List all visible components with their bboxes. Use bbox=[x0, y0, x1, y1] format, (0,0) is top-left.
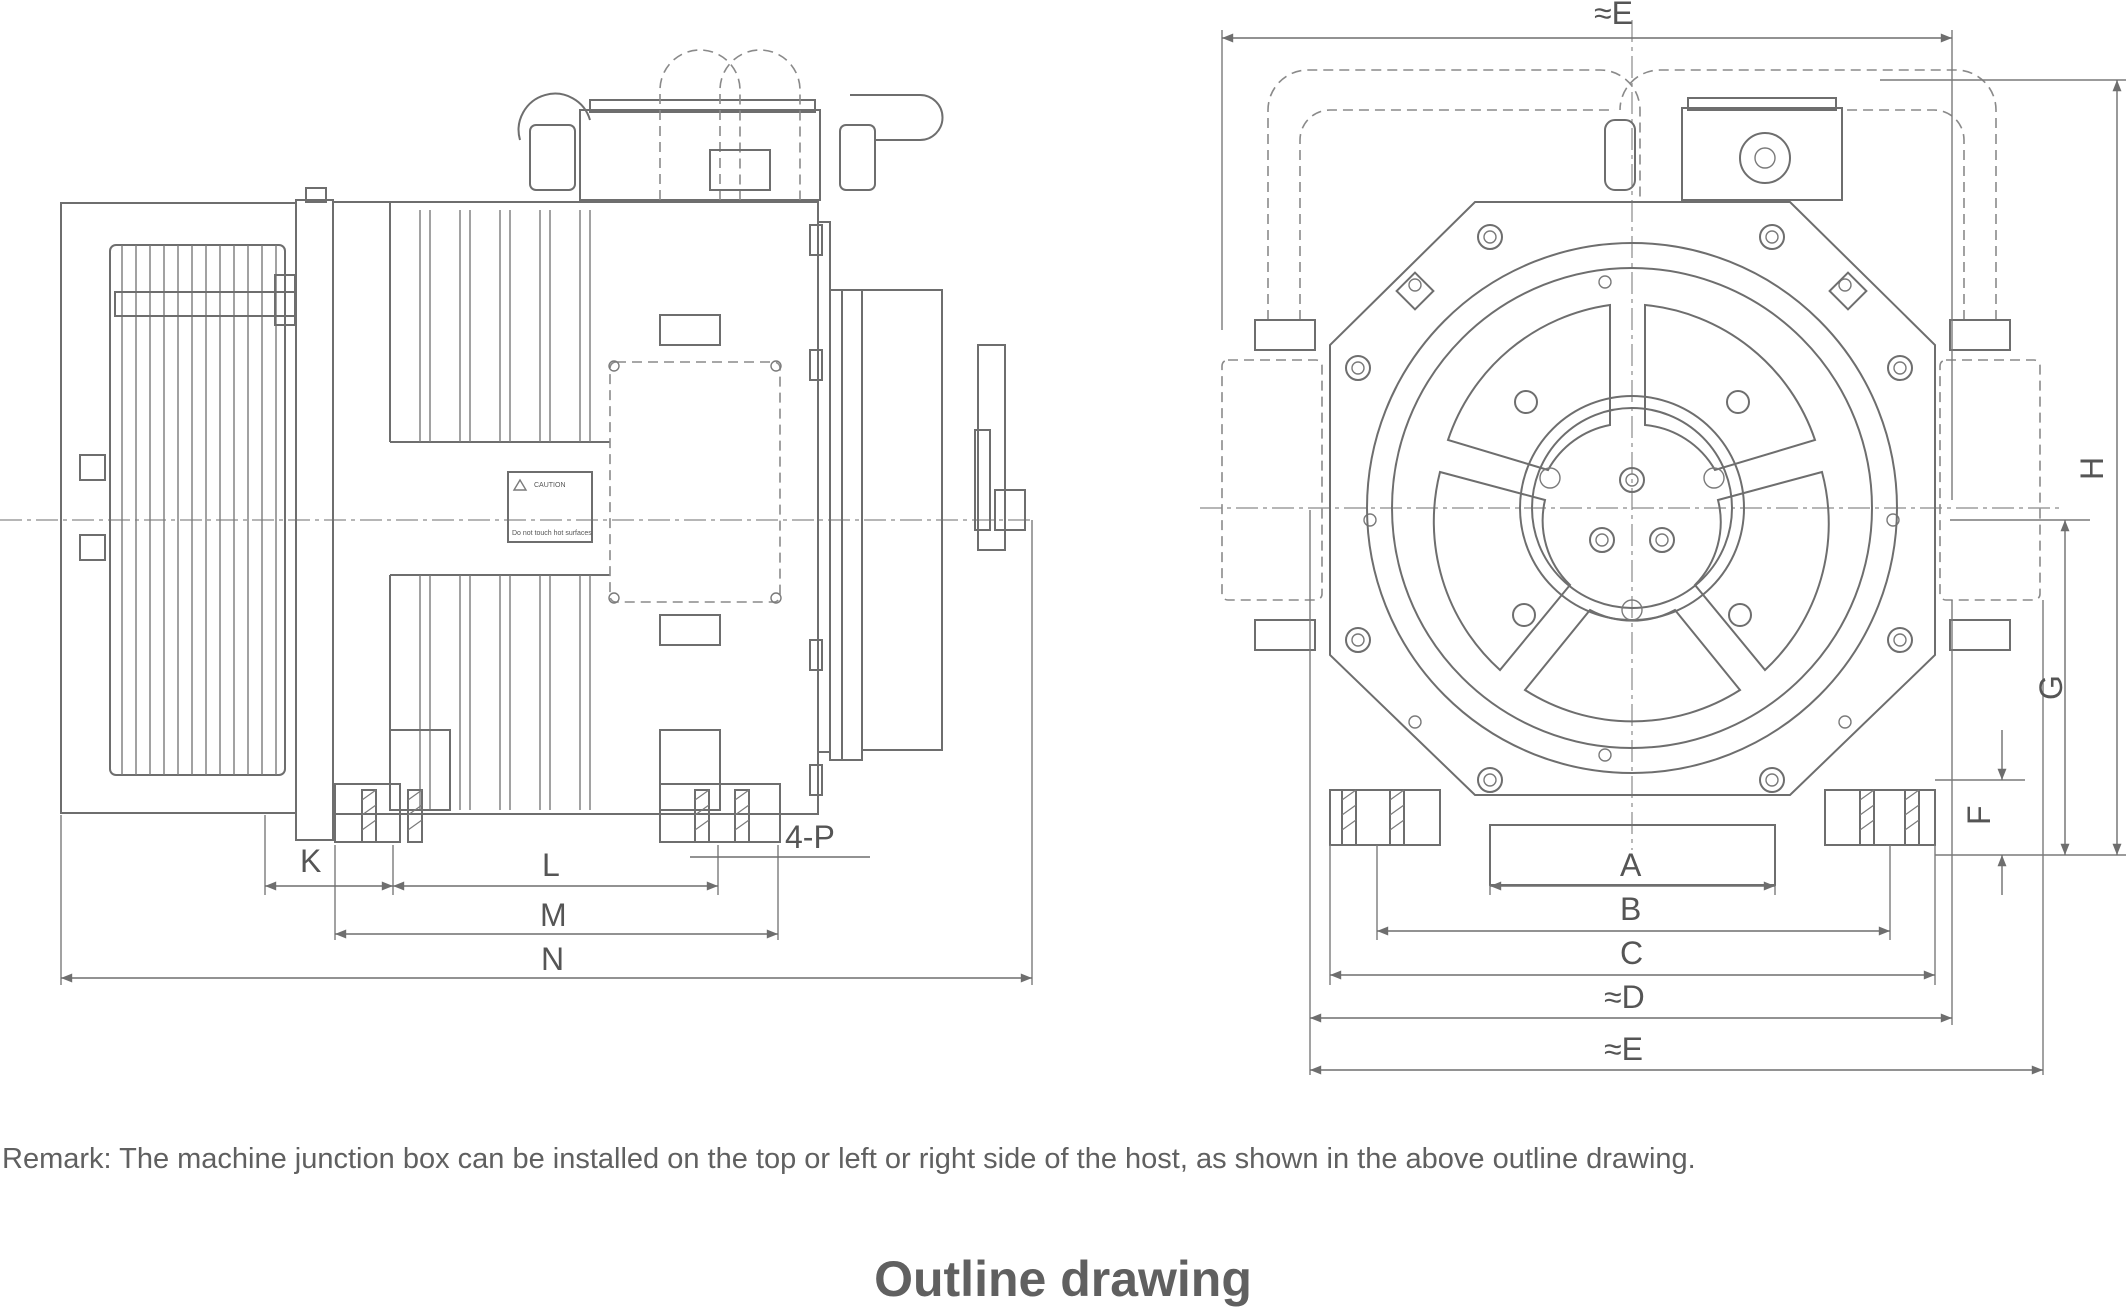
remark-text: Remark: The machine junction box can be … bbox=[2, 1143, 1696, 1175]
figure-caption: Outline drawing bbox=[874, 1251, 1252, 1307]
dim-label-e-top: ≈E bbox=[1594, 0, 1633, 31]
caution-label: CAUTION Do not touch hot surfaces bbox=[507, 471, 593, 543]
lower-cooling-fins bbox=[389, 574, 610, 810]
dim-label-n: N bbox=[541, 941, 564, 977]
upper-cooling-fins bbox=[389, 202, 610, 443]
dim-label-p: 4-P bbox=[785, 819, 835, 855]
dim-label-c: C bbox=[1620, 935, 1643, 971]
dim-label-m: M bbox=[540, 897, 567, 933]
side-view: CAUTION Do not touch hot surfaces bbox=[0, 49, 1033, 985]
dim-label-e-bottom: ≈E bbox=[1604, 1031, 1643, 1067]
dim-label-h: H bbox=[2074, 457, 2110, 480]
dim-label-a: A bbox=[1620, 847, 1642, 883]
sheave-grooves bbox=[109, 244, 296, 776]
caution-label-subtext: Do not touch hot surfaces bbox=[512, 530, 592, 537]
front-view: A B C ≈D ≈E ≈E F G H bbox=[1200, 0, 2126, 1075]
caution-label-text: CAUTION bbox=[534, 482, 566, 489]
dim-label-d: ≈D bbox=[1604, 979, 1645, 1015]
dim-label-f: F bbox=[1961, 805, 1997, 825]
side-feet bbox=[334, 783, 781, 843]
dim-label-b: B bbox=[1620, 891, 1641, 927]
dim-label-k: K bbox=[300, 843, 321, 879]
dim-label-l: L bbox=[542, 847, 560, 883]
housing-bolts bbox=[1345, 224, 1913, 793]
dim-label-g: G bbox=[2033, 675, 2069, 700]
front-feet bbox=[1329, 789, 1936, 846]
